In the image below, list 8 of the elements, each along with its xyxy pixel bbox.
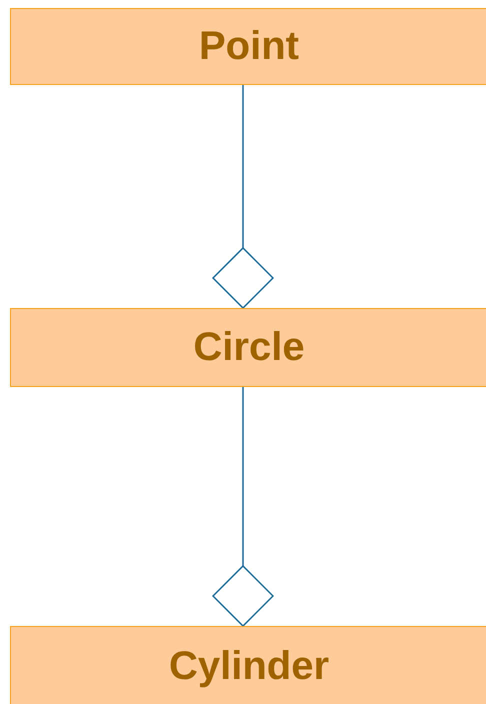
class-box bbox=[10, 8, 486, 85]
class-name: Cylinder bbox=[168, 644, 330, 688]
class-box bbox=[10, 626, 486, 704]
class-name: Circle bbox=[193, 325, 305, 370]
class-name: Point bbox=[199, 24, 299, 69]
aggregation-connector bbox=[212, 85, 274, 309]
aggregation-connector bbox=[212, 387, 274, 627]
class-box bbox=[10, 308, 486, 387]
